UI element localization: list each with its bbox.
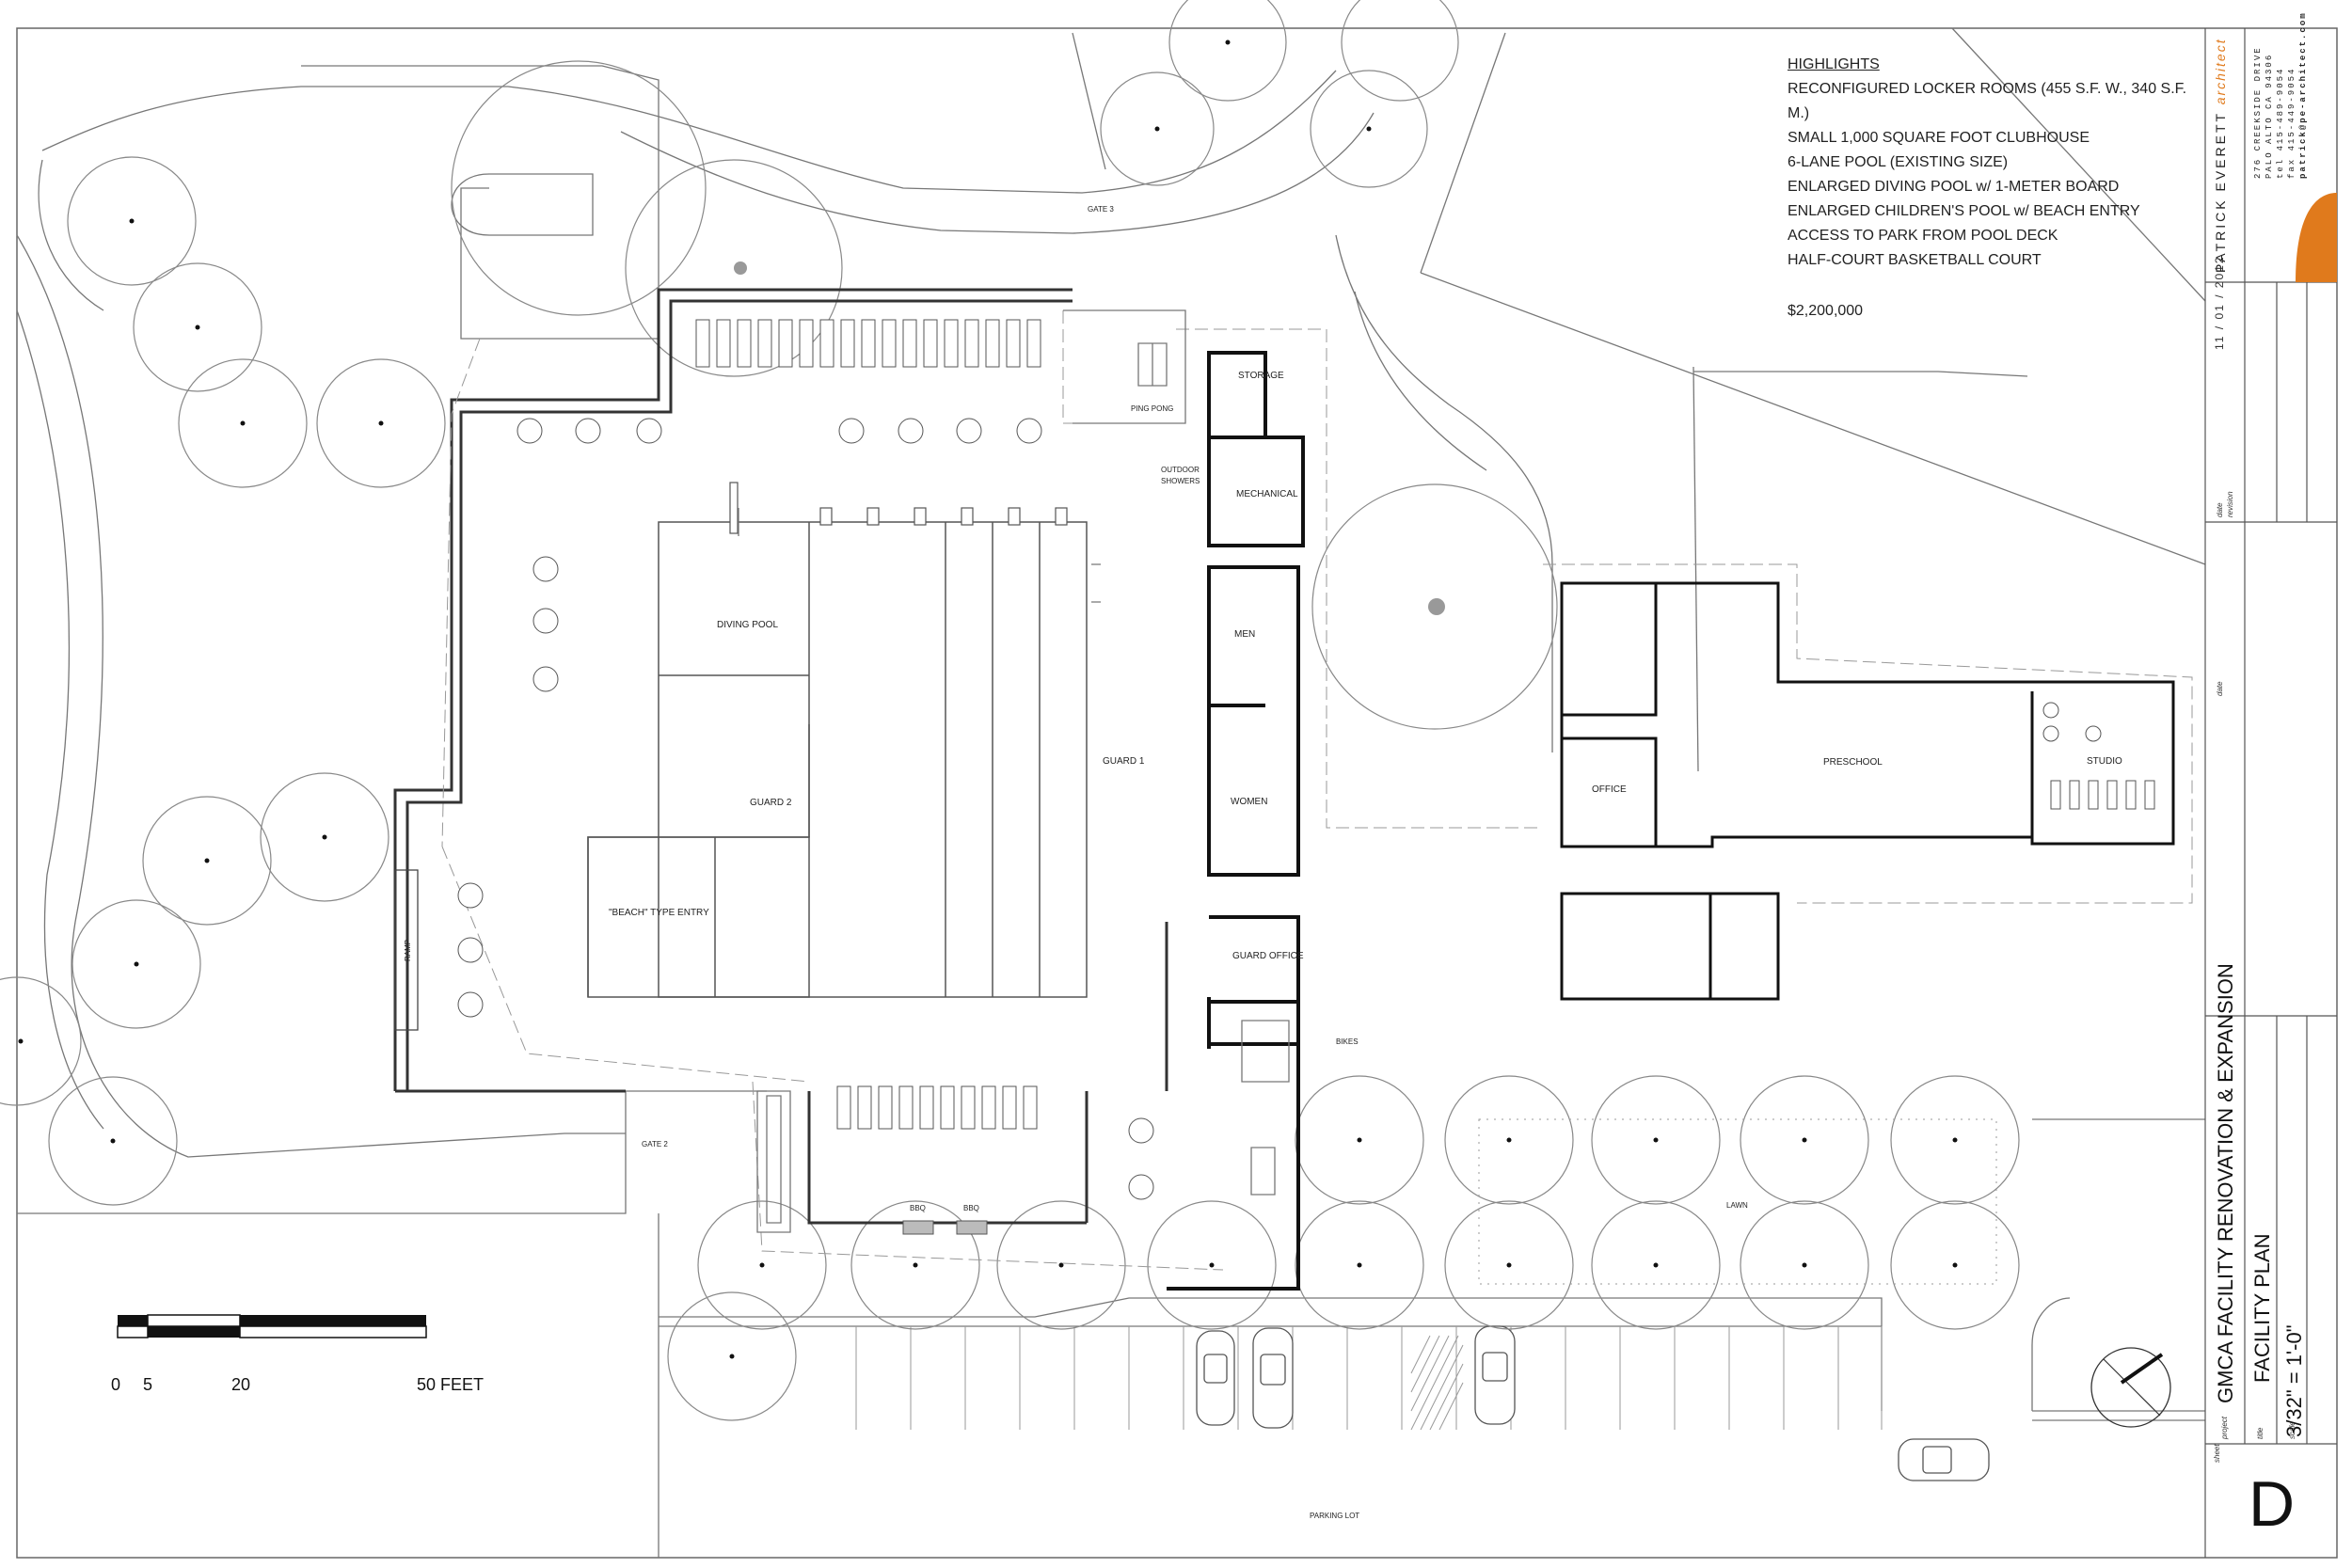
title-block-firm: PATRICK EVERETT architect [2213,38,2237,273]
scale-tick-5: 5 [143,1375,153,1394]
firm-suffix: architect [2213,38,2228,105]
parking-stalls [855,1326,1883,1430]
title-block-scale: 3/32" = 1'-0" [2282,1324,2306,1437]
field-revision-label: revision [2226,491,2234,517]
lounge-chairs-north [695,319,1041,368]
scale-tick-50: 50 FEET [417,1375,485,1394]
scale-bar [117,1314,427,1338]
label-preschool: PRESCHOOL [1823,757,1883,768]
title-block-project: GMCA FACILITY RENOVATION & EXPANSION [2214,963,2237,1403]
label-storage: STORAGE [1238,371,1284,381]
pools [587,521,1088,998]
address-line: tel 415-489-9054 [2276,67,2285,179]
north-arrow [2090,1347,2171,1428]
storage-building [1560,892,1780,1001]
label-gate-2: GATE 2 [642,1140,668,1148]
cars [1196,1325,1990,1481]
label-women: WOMEN [1231,797,1267,807]
address-line: 276 CREEKSIDE DRIVE [2253,46,2263,179]
label-mechanical: MECHANICAL [1236,489,1298,499]
enclosure-lines [738,309,1290,1233]
label-parking-lot: PARKING LOT [1310,1512,1359,1520]
field-date-label-2: date [2216,681,2224,696]
label-outdoor-showers-2: SHOWERS [1161,477,1200,485]
highlights-title: HIGHLIGHTS [1788,56,1880,72]
label-office: OFFICE [1592,784,1627,795]
highlight-item: 6-LANE POOL (EXISTING SIZE) [1788,154,2009,170]
field-sheet-label: sheet [2213,1444,2221,1463]
label-men: MEN [1234,629,1255,640]
label-bbq-1: BBQ [910,1204,926,1212]
label-gate-3: GATE 3 [1088,205,1114,214]
highlights-list: RECONFIGURED LOCKER ROOMS (455 S.F. W., … [1788,77,2201,273]
accessible-stall-hatch [1410,1335,1464,1431]
label-guard-office: GUARD OFFICE [1232,951,1304,961]
highlight-item: ENLARGED CHILDREN'S POOL w/ BEACH ENTRY [1788,203,2140,219]
studio-lockers [2042,702,2155,810]
title-block-date: 11 / 01 / 2012 [2213,255,2226,350]
field-date-label: date [2216,502,2224,517]
field-project-label: project [2220,1416,2229,1439]
ramp-shape [394,869,419,1031]
highlight-item: RECONFIGURED LOCKER ROOMS (455 S.F. W., … [1788,81,2187,121]
highlights-notes: HIGHLIGHTS RECONFIGURED LOCKER ROOMS (45… [1788,53,2201,324]
patio-tables [457,418,1154,1200]
title-block-address: 276 CREEKSIDE DRIVE PALO ALTO CA 94306 t… [2253,11,2328,179]
room-labels: STORAGE MECHANICAL OUTDOOR SHOWERS MEN W… [404,205,2122,1520]
label-guard-2: GUARD 2 [750,798,792,808]
label-lawn: LAWN [1726,1201,1748,1210]
firm-name: PATRICK EVERETT [2213,111,2228,273]
deck-dashed-edge [441,310,2193,1271]
title-block-sheet: D [2249,1468,2296,1540]
label-outdoor-showers-1: OUTDOOR [1161,466,1200,474]
label-ramp: RAMP [404,940,412,961]
basketball-hoop [734,261,747,275]
tree-centers [18,40,1958,1359]
scale-tick-0: 0 [111,1375,121,1394]
preschool-walls [1560,581,2175,848]
field-title-label: title [2256,1427,2265,1439]
tree-trunk-large [1428,598,1445,615]
label-beach-entry: "BEACH" TYPE ENTRY [609,908,709,918]
label-guard-1: GUARD 1 [1103,756,1145,767]
highlight-item: ENLARGED DIVING POOL w/ 1-METER BOARD [1788,179,2120,195]
pool-deck-walls [393,288,1168,1225]
label-diving-pool: DIVING POOL [717,620,778,630]
firm-logo-shape [2296,193,2337,282]
address-line: patrick@pe-architect.com [2298,11,2308,179]
label-studio: STUDIO [2087,756,2122,767]
trees [0,0,2020,1421]
label-bbq-2: BBQ [963,1204,979,1212]
title-block-lines [2204,28,2337,1558]
address-line: fax 415-449-9054 [2287,67,2296,179]
scale-tick-20: 20 [231,1375,251,1394]
highlight-item: SMALL 1,000 SQUARE FOOT CLUBHOUSE [1788,130,2090,146]
lawn-area [1478,1118,1997,1285]
lane-blocks [729,482,1068,534]
highlight-item: ACCESS TO PARK FROM POOL DECK [1788,228,2058,244]
project-cost: $2,200,000 [1788,303,1864,319]
bbq-grills [902,1220,988,1235]
sheet-border [16,27,2338,1559]
lounge-chairs-south [836,1085,1038,1130]
label-bikes: BIKES [1336,1037,1359,1046]
highlight-item: HALF-COURT BASKETBALL COURT [1788,252,2042,268]
clubhouse-walls [1167,351,1305,1291]
address-line: PALO ALTO CA 94306 [2265,53,2274,179]
site-lines [16,27,2206,1558]
label-ping-pong: PING PONG [1131,404,1173,413]
title-block-title: FACILITY PLAN [2250,1233,2274,1383]
